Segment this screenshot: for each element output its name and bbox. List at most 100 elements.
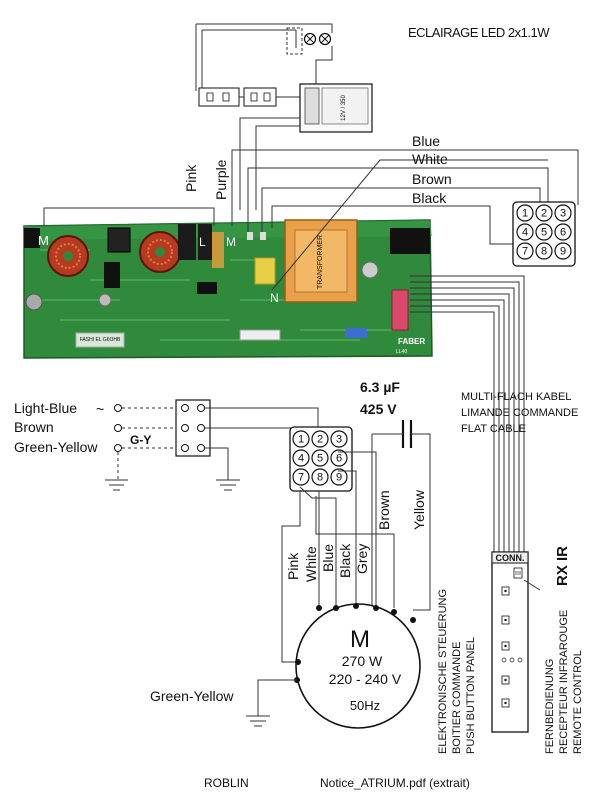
connector-pin-number: 4 <box>522 227 528 239</box>
motor-frequency: 50Hz <box>350 698 380 713</box>
motor-wire-black: Black <box>337 543 353 578</box>
connector-pin <box>330 430 348 448</box>
connector-pin <box>292 430 310 448</box>
capacitor: 6.3 µF 425 V <box>360 379 431 611</box>
terminal-m1-label: M <box>38 233 49 248</box>
flat-cable-label-3: FLAT CABLE <box>461 423 526 435</box>
led-lamp-box <box>286 27 303 55</box>
connector-pin-number: 2 <box>541 208 547 220</box>
motor-ground-label: Green-Yellow <box>150 688 234 704</box>
led-lighting-group: 12V / 350 ECLAIRAGE LED 2x1.1W <box>195 23 551 210</box>
motor-power: 270 W <box>342 653 383 669</box>
connector-pin <box>330 468 348 486</box>
connector-pin <box>535 204 553 222</box>
connector-pin <box>311 449 329 467</box>
connector-pin <box>554 204 572 222</box>
connector-pin <box>516 242 534 260</box>
mains-light-blue-label: Light-Blue <box>14 400 77 416</box>
mains-green-yellow-label: Green-Yellow <box>14 439 98 455</box>
led-connector <box>198 87 240 107</box>
connector-pin-number: 8 <box>317 472 323 484</box>
button-icon <box>501 641 510 651</box>
motor-wire-yellow: Yellow <box>411 489 427 530</box>
motor-wire-white: White <box>303 546 319 582</box>
connector-pin-number: 5 <box>317 453 323 465</box>
mains-input: Light-Blue Brown Green-Yellow ~ G-Y <box>14 399 319 491</box>
svg-text:TRANSFORMER: TRANSFORMER <box>317 235 324 289</box>
wire-label-white: White <box>412 151 448 167</box>
remote-label-2: RECEPTEUR INFRAROUGE <box>558 610 570 754</box>
connector-pin <box>516 223 534 241</box>
motor-wire-blue: Blue <box>320 544 336 572</box>
connector-pin <box>554 242 572 260</box>
connector-pin <box>516 204 534 222</box>
led-lamp-icon <box>303 32 317 46</box>
remote-label-1: FERNBEDIENUNG <box>544 659 556 754</box>
pcb-fabric-label: FASHI EL G6OHB <box>80 337 121 343</box>
mains-brown-label: Brown <box>14 419 54 435</box>
connector-pin-number: 6 <box>336 453 342 465</box>
connector-pin <box>311 430 329 448</box>
flat-cable: MULTI-FLACH KABEL LIMANDE COMMANDE FLAT … <box>410 275 578 552</box>
motor-wire-pink: Pink <box>285 552 301 580</box>
button-icon <box>501 675 510 685</box>
pcb-upper-wiring: Pink Purple Blue White Brown Black <box>43 133 579 291</box>
button-icon <box>501 586 510 596</box>
connector-pin-number: 1 <box>298 434 304 446</box>
flat-cable-label-1: MULTI-FLACH KABEL <box>461 391 571 403</box>
svg-text:12V / 350: 12V / 350 <box>341 94 347 120</box>
motor-wiring: Pink White Blue Black Grey Brown Yellow <box>281 451 427 663</box>
motor: M 270 W 220 - 240 V 50Hz Green-Yellow <box>150 603 421 729</box>
panel-label-2: BOITIER COMMANDE <box>451 642 463 754</box>
connector-pin-number: 7 <box>522 246 528 258</box>
push-button-panel: CONN. RX IR ELEKTRONISCHE STEUERUNG BOIT… <box>437 546 584 754</box>
terminal-m2-label: M <box>226 235 236 249</box>
pcb-model-label: LL40 <box>396 349 407 355</box>
motor-voltage: 220 - 240 V <box>329 671 402 687</box>
connector-pin-number: 6 <box>560 227 566 239</box>
motor-symbol: M <box>350 626 370 653</box>
connector-pin <box>330 449 348 467</box>
capacitor-value: 6.3 µF <box>360 379 400 395</box>
remote-label-3: REMOTE CONTROL <box>572 650 584 754</box>
connector-pin <box>535 242 553 260</box>
wire-label-blue: Blue <box>412 133 440 149</box>
panel-conn-label: CONN. <box>496 553 525 563</box>
ac-symbol: ~ <box>96 401 104 417</box>
connector-pin <box>535 223 553 241</box>
button-icon <box>501 615 510 625</box>
connector-pin-number: 2 <box>317 434 323 446</box>
connector-pin <box>554 223 572 241</box>
connector-pin <box>311 468 329 486</box>
connector-pin-number: 7 <box>298 472 304 484</box>
gy-label: G-Y <box>130 433 151 447</box>
connector-pin <box>292 449 310 467</box>
led-indicator-icon <box>501 657 523 663</box>
connector-pin <box>292 468 310 486</box>
wire-label-black: Black <box>412 190 447 206</box>
connector-pin-number: 9 <box>336 472 342 484</box>
connector-pin-number: 3 <box>336 434 342 446</box>
led-lighting-label: ECLAIRAGE LED 2x1.1W <box>408 25 550 40</box>
control-board: TRANSFORMER FASHI EL G6OHB FABER LL40 M … <box>23 219 433 359</box>
wire-label-purple: Purple <box>213 159 229 200</box>
pcb-brand-label: FABER <box>398 337 425 346</box>
connector-pin-number: 8 <box>541 246 547 258</box>
wire-label-brown: Brown <box>412 171 452 187</box>
terminal-l-label: L <box>199 235 206 249</box>
button-icon <box>501 698 510 708</box>
terminal-n-label: N <box>270 291 279 305</box>
ir-receiver-icon <box>513 567 523 579</box>
led-lamp-icon <box>318 32 332 46</box>
motor-wire-grey: Grey <box>354 544 370 574</box>
flat-cable-label-2: LIMANDE COMMANDE <box>461 407 578 419</box>
toroid-inductor <box>47 235 89 277</box>
connector-pin-number: 1 <box>522 208 528 220</box>
connector-pin-number: 5 <box>541 227 547 239</box>
capacitor-voltage: 425 V <box>360 401 397 417</box>
panel-rxir-label: RX IR <box>554 546 571 586</box>
connector-pin-number: 3 <box>560 208 566 220</box>
